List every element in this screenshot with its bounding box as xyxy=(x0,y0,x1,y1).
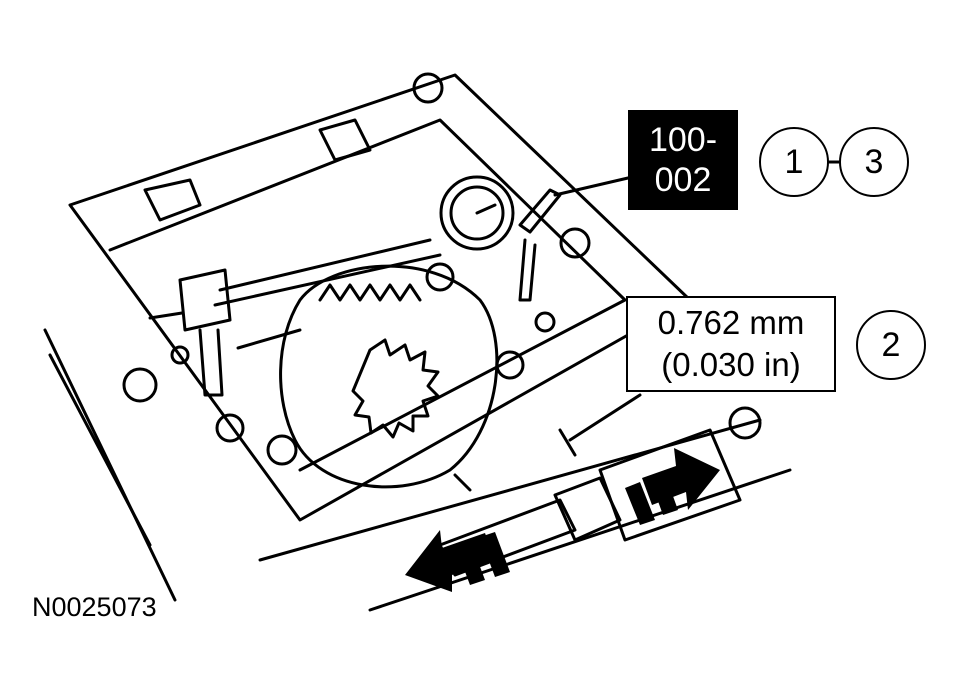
bolt xyxy=(215,413,245,443)
arrow-stripe xyxy=(455,540,485,585)
left-rail xyxy=(43,328,177,602)
pinion-gear xyxy=(351,338,440,439)
left-arrow-icon xyxy=(405,530,495,592)
callout-2-number: 2 xyxy=(881,325,901,364)
dial-needle xyxy=(475,203,497,215)
bolt xyxy=(728,406,762,440)
leader-line-tool xyxy=(553,176,630,197)
callout-3-number: 3 xyxy=(864,142,884,181)
indicator-probe xyxy=(518,238,537,302)
cap-ridge-2 xyxy=(318,118,372,162)
dial-face xyxy=(449,185,505,241)
bolt xyxy=(122,367,158,403)
spec-imperial: (0.030 in) xyxy=(661,346,801,383)
bolt xyxy=(412,72,444,104)
spec-label: 0.762 mm (0.030 in) xyxy=(626,296,836,392)
axle-flange xyxy=(553,476,622,542)
indicator-stem xyxy=(518,188,562,234)
callout-1: 1 xyxy=(759,127,829,197)
tool-number-line1: 100- xyxy=(648,121,718,159)
pin-mark xyxy=(453,428,577,492)
bolt xyxy=(170,345,190,365)
ring-gear xyxy=(279,264,499,489)
arrow-stripe xyxy=(650,474,678,515)
tool-number-label: 100- 002 xyxy=(628,110,738,210)
left-rail-inner xyxy=(48,353,152,547)
figure-id: N0025073 xyxy=(32,592,157,622)
bolt xyxy=(425,262,455,292)
leader-line-spec xyxy=(568,393,642,442)
bolt xyxy=(534,311,556,333)
base-post xyxy=(198,328,224,397)
indicator-arm xyxy=(213,238,442,307)
cap-ridge xyxy=(143,178,202,222)
spec-metric: 0.762 mm xyxy=(657,304,805,341)
bolt xyxy=(559,227,591,259)
magnetic-base xyxy=(178,268,232,332)
arrow-stripe xyxy=(480,532,510,577)
tool-number-line2: 002 xyxy=(654,161,712,199)
callout-1-number: 1 xyxy=(784,142,804,181)
bolt xyxy=(266,434,298,466)
base-rod xyxy=(148,311,302,350)
axle-end xyxy=(598,428,742,542)
callout-2: 2 xyxy=(856,310,926,380)
ring-gear-teeth xyxy=(318,283,422,302)
dial-indicator xyxy=(439,175,515,251)
callout-3: 3 xyxy=(839,127,909,197)
arrow-stripe xyxy=(625,482,655,525)
